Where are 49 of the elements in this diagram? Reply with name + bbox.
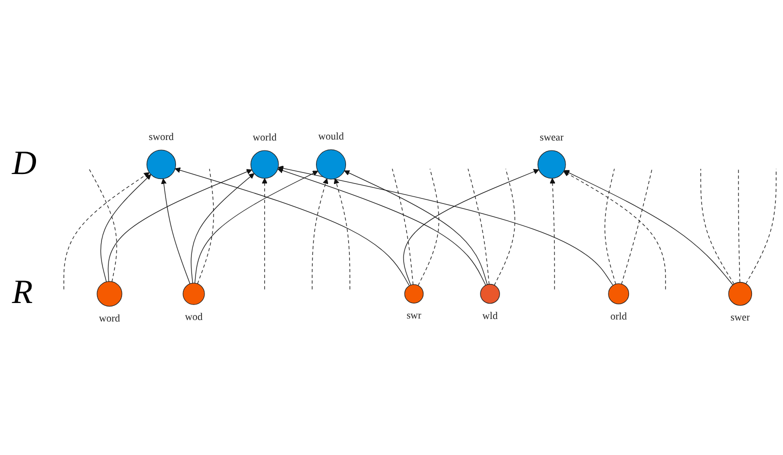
node-label: swear	[540, 132, 564, 142]
node-label: wld	[482, 310, 498, 321]
node-label: wod	[184, 311, 203, 322]
arrow	[403, 168, 540, 285]
arrow	[334, 178, 350, 290]
connector	[738, 168, 740, 282]
node-circle	[182, 282, 205, 304]
node-label: swer	[730, 312, 750, 323]
row-label: D	[12, 146, 37, 181]
arrow	[190, 172, 254, 283]
node-circle	[480, 283, 500, 304]
connector	[468, 168, 490, 284]
connector	[392, 168, 414, 284]
row-label: R	[12, 276, 33, 310]
node-circle	[250, 150, 279, 178]
arrow	[278, 167, 486, 286]
node-circle	[728, 281, 752, 306]
arrow	[312, 178, 328, 290]
node-label: orld	[610, 310, 627, 322]
node-label: would	[318, 130, 344, 142]
arrow	[64, 172, 150, 290]
node-label: swr	[406, 310, 422, 321]
connector	[746, 168, 776, 284]
node-circle	[316, 148, 346, 179]
arrow	[100, 174, 152, 282]
connector	[700, 168, 734, 284]
connector	[494, 168, 516, 286]
connector	[88, 168, 118, 282]
node-circle	[96, 280, 122, 306]
arrow	[278, 165, 614, 286]
connector	[197, 168, 214, 284]
node-label: world	[252, 132, 277, 142]
arrow	[344, 170, 488, 284]
node-label: word	[98, 312, 120, 324]
arrow	[262, 178, 268, 290]
arrow	[550, 178, 556, 290]
arrow	[174, 166, 410, 286]
node-label: sword	[148, 130, 174, 142]
connector	[621, 168, 652, 284]
node-circle	[538, 150, 566, 178]
node-circle	[404, 284, 424, 303]
arrow	[161, 178, 190, 284]
arrow	[194, 170, 318, 283]
connector	[418, 168, 440, 286]
node-circle	[608, 282, 630, 304]
node-circle	[146, 149, 176, 179]
arrow	[563, 170, 666, 290]
arrow	[564, 170, 734, 285]
arrow	[108, 168, 252, 282]
